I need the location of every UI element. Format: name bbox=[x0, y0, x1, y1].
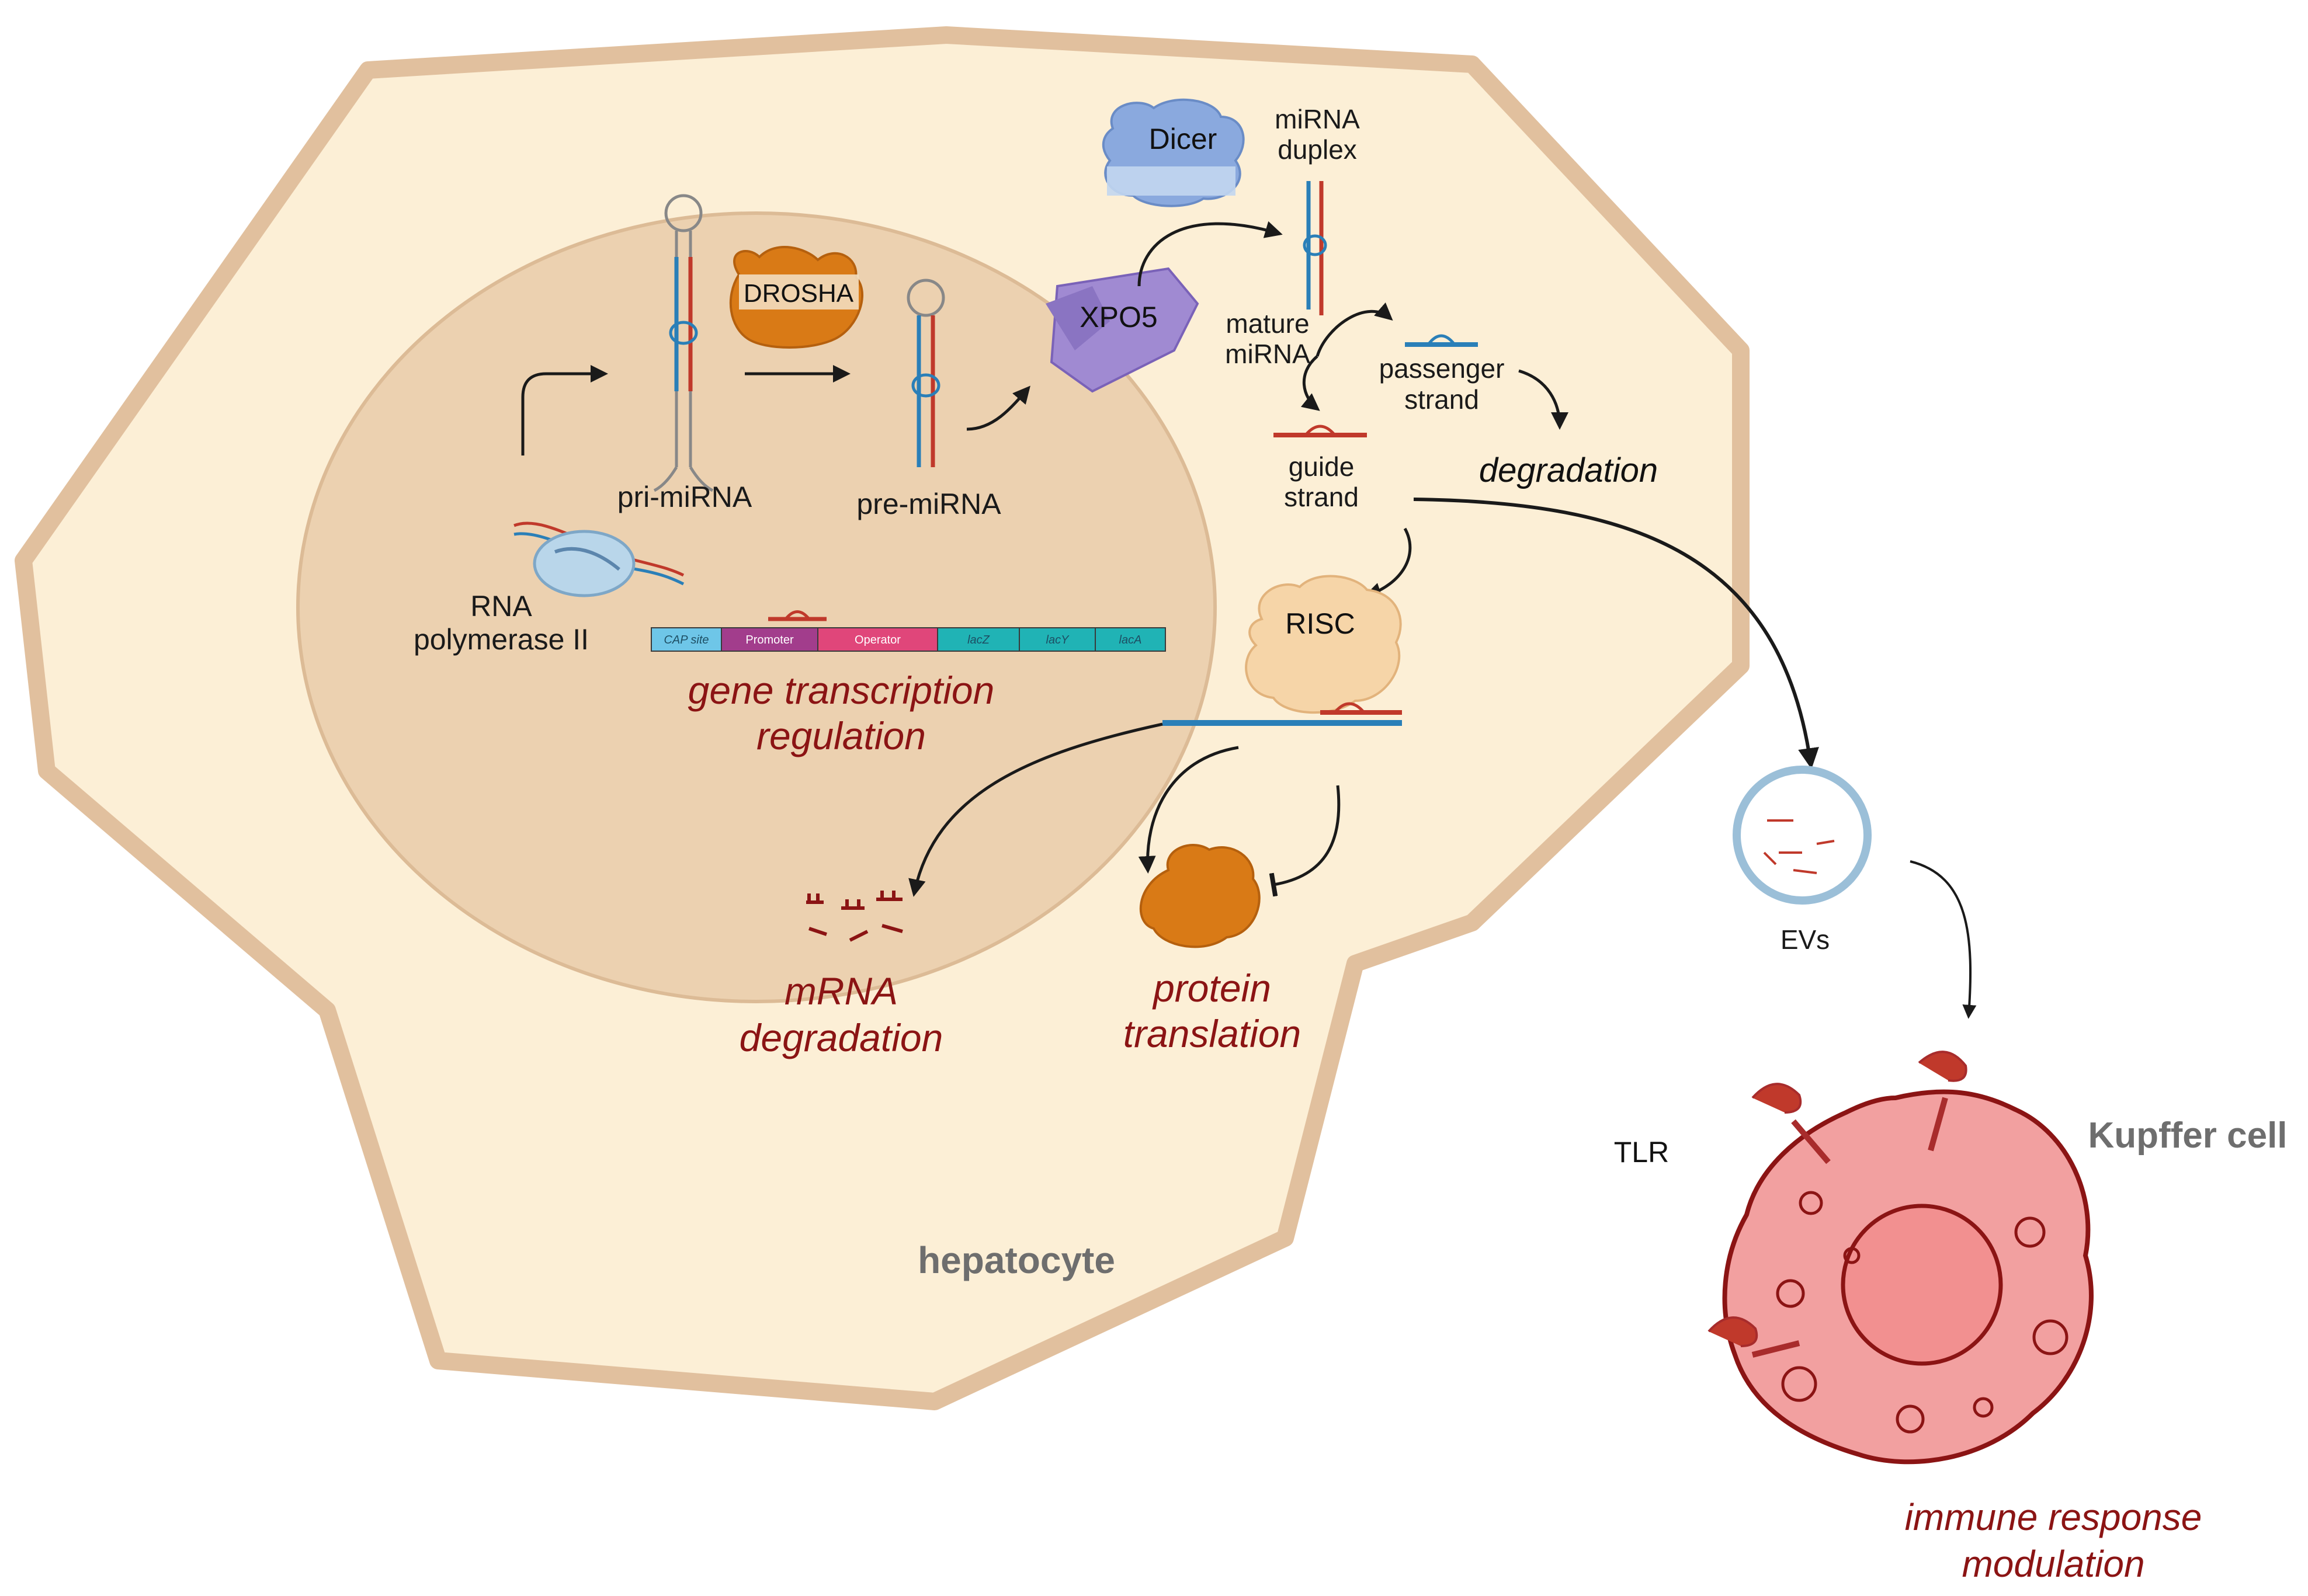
duplex-split-arrow bbox=[1316, 302, 1393, 357]
translation-inhibition-line bbox=[1269, 785, 1341, 897]
to-mrna-degradation-arrow bbox=[908, 722, 1163, 897]
pri-mirna-hairpin-icon bbox=[653, 194, 714, 492]
operon-segment bbox=[1095, 627, 1166, 652]
mirna-duplex-label-1: miRNA bbox=[1275, 104, 1360, 134]
xpo5-icon bbox=[1046, 267, 1199, 393]
to-kupffer-arrow bbox=[1910, 860, 1977, 1019]
to-degradation-arrow bbox=[1518, 369, 1568, 430]
operon-segment bbox=[651, 627, 722, 652]
operon-bar: CAP site Promoter Operator lacZ lacY lacA bbox=[651, 627, 1166, 652]
evs-label: EVs bbox=[1781, 924, 1830, 955]
to-guide-arrow bbox=[1300, 355, 1320, 411]
guide-strand-label-2: strand bbox=[1284, 482, 1359, 512]
passenger-strand-label-2: strand bbox=[1404, 384, 1479, 415]
mrna-degradation-label-2: degradation bbox=[740, 1016, 943, 1059]
operon-segment-label: lacY bbox=[1046, 634, 1070, 646]
protein-icon bbox=[1139, 844, 1261, 948]
guide-strand-icon bbox=[1273, 425, 1367, 437]
guide-strand-label-1: guide bbox=[1289, 451, 1355, 482]
hepatocyte-label: hepatocyte bbox=[918, 1239, 1115, 1281]
kupffer-cell bbox=[1707, 1051, 2094, 1465]
nucleus bbox=[296, 211, 1217, 1003]
dicer-to-duplex-arrow bbox=[1137, 221, 1283, 287]
export-arrow bbox=[966, 385, 1030, 431]
operon-segment-label: lacA bbox=[1119, 634, 1142, 646]
pre-mirna-label: pre-miRNA bbox=[856, 488, 1001, 520]
mature-mirna-label-1: mature bbox=[1226, 308, 1309, 339]
to-risc-arrow bbox=[1363, 527, 1412, 600]
rna-polymerase-icon bbox=[513, 521, 685, 597]
regulator-mirna-icon bbox=[768, 610, 827, 621]
rna-polymerase-label-2: polymerase II bbox=[414, 623, 589, 656]
mrna-fragments-icon bbox=[806, 891, 903, 942]
dicer-icon bbox=[1102, 98, 1245, 207]
mirna-duplex-icon bbox=[1303, 181, 1327, 315]
mrna-degradation-label-1: mRNA bbox=[785, 969, 898, 1013]
drosha-icon bbox=[729, 246, 863, 349]
kupffer-cell-label: Kupffer cell bbox=[2088, 1115, 2287, 1156]
immune-response-label-1: immune response bbox=[1905, 1496, 2202, 1538]
protein-translation-label-1: protein bbox=[1152, 966, 1271, 1010]
immune-response-label-2: modulation bbox=[1962, 1543, 2144, 1585]
to-protein-translation-arrow bbox=[1138, 746, 1239, 874]
pri-mirna-label: pri-miRNA bbox=[617, 481, 752, 513]
rna-polymerase-label-1: RNA bbox=[470, 590, 532, 623]
operon-segment-label: Operator bbox=[855, 634, 901, 646]
tlr-label: TLR bbox=[1614, 1136, 1669, 1169]
operon-segment-label: Promoter bbox=[745, 634, 794, 646]
mature-mirna-label-2: miRNA bbox=[1225, 339, 1310, 369]
pre-mirna-hairpin-icon bbox=[907, 279, 945, 467]
drosha-label: DROSHA bbox=[744, 279, 854, 308]
passenger-strand-label-1: passenger bbox=[1379, 353, 1505, 384]
operon-segment-label: CAP site bbox=[664, 634, 709, 646]
risc-icon bbox=[1162, 575, 1402, 726]
to-evs-arrow bbox=[1413, 498, 1819, 770]
transcription-start-arrow bbox=[521, 365, 608, 455]
xpo5-label: XPO5 bbox=[1080, 301, 1157, 333]
gene-transcription-label-2: regulation bbox=[756, 714, 926, 757]
degradation-label: degradation bbox=[1479, 451, 1658, 489]
passenger-strand-icon bbox=[1405, 334, 1478, 347]
ev-vesicle-icon bbox=[1733, 766, 1872, 905]
dicer-label: Dicer bbox=[1149, 123, 1217, 155]
gene-transcription-label-1: gene transcription bbox=[688, 669, 995, 712]
risc-label: RISC bbox=[1285, 607, 1355, 640]
operon-segment-label: lacZ bbox=[967, 634, 990, 646]
tlr-icon bbox=[1707, 1051, 1967, 1358]
protein-translation-label-2: translation bbox=[1123, 1012, 1301, 1055]
mirna-duplex-label-2: duplex bbox=[1278, 134, 1357, 165]
